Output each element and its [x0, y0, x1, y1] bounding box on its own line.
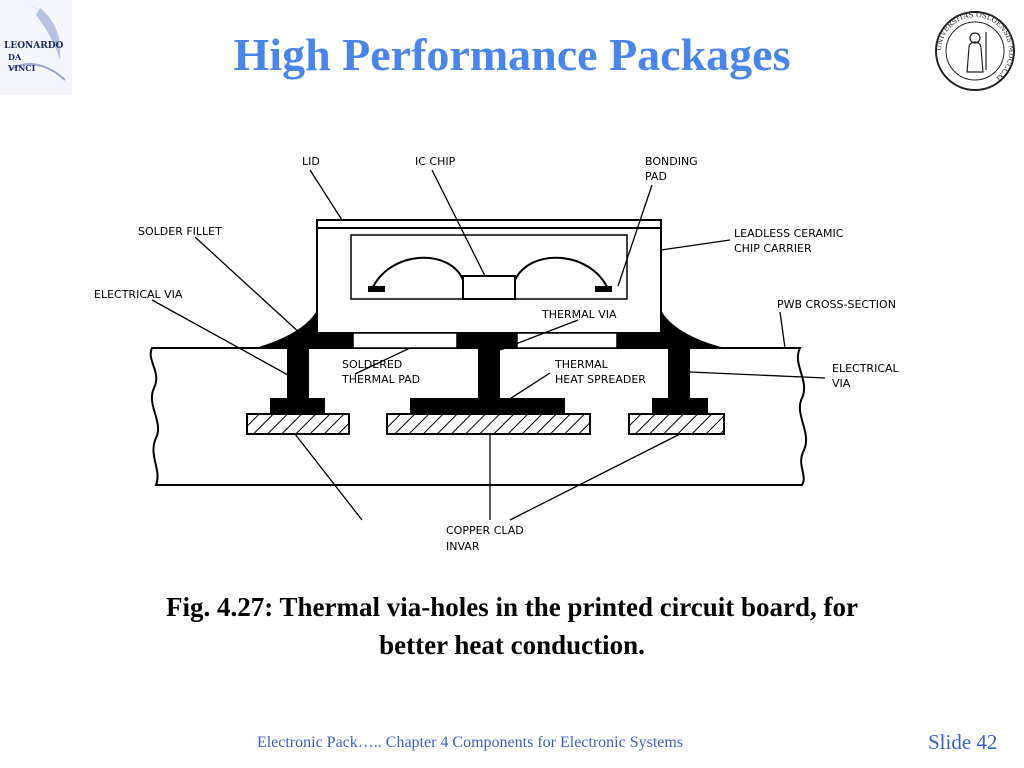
caption-line-2: better heat conduction. — [379, 630, 645, 660]
label-pwb: PWB CROSS-SECTION — [777, 298, 896, 311]
copper-clad-center — [386, 413, 591, 435]
label-thermal-hs-2: HEAT SPREADER — [555, 373, 646, 386]
figure-caption: Fig. 4.27: Thermal via-holes in the prin… — [40, 588, 984, 664]
label-leadless-2: CHIP CARRIER — [734, 242, 812, 255]
copper-clad-left — [246, 413, 350, 435]
label-soldered-2: THERMAL PAD — [341, 373, 420, 386]
label-thermal-via: THERMAL VIA — [541, 308, 617, 321]
slide-number: Slide 42 — [928, 730, 998, 754]
label-electrical-via-right-2: VIA — [832, 377, 851, 390]
electrical-via-left — [287, 348, 309, 398]
solder-fillet-right — [661, 310, 725, 348]
logo-word-leonardo: LEONARDO — [4, 41, 64, 51]
thermal-via-diagram: LID IC CHIP BONDING PAD SOLDER FILLET LE… — [80, 140, 940, 570]
university-seal-logo: UNIVERSITAS OSLOENSIS MDCCCXI — [934, 10, 1016, 92]
logo-word-vinci: VINCI — [7, 63, 36, 73]
label-soldered-1: SOLDERED — [342, 358, 402, 371]
thermal-via — [478, 348, 500, 398]
label-lid: LID — [302, 155, 320, 168]
label-electrical-via-right-1: ELECTRICAL — [832, 362, 900, 375]
label-copper-1: COPPER CLAD — [446, 524, 524, 537]
lid — [316, 219, 662, 229]
leonardo-da-vinci-logo: LEONARDO DA VINCI — [0, 0, 72, 95]
footer-course: Electronic Pack….. Chapter 4 Components … — [256, 734, 684, 751]
label-solder-fillet: SOLDER FILLET — [138, 225, 222, 238]
label-bonding-pad-1: BONDING — [645, 155, 698, 168]
solder-fillet-left — [255, 310, 317, 348]
label-copper-2: INVAR — [446, 540, 480, 553]
logo-word-da: DA — [8, 52, 22, 62]
slide-title: High Performance Packages — [233, 29, 791, 80]
thermal-heat-spreader — [410, 398, 565, 414]
label-ic-chip: IC CHIP — [415, 155, 456, 168]
label-thermal-hs-1: THERMAL — [554, 358, 609, 371]
bonding-pad-left — [368, 286, 385, 292]
label-leadless-1: LEADLESS CERAMIC — [734, 227, 844, 240]
label-bonding-pad-2: PAD — [645, 170, 667, 183]
bonding-pad-right — [595, 286, 612, 292]
label-electrical-via-left: ELECTRICAL VIA — [94, 288, 183, 301]
copper-clad-right — [628, 413, 725, 435]
electrical-via-right — [668, 348, 690, 398]
ic-chip — [462, 275, 516, 300]
caption-line-1: Fig. 4.27: Thermal via-holes in the prin… — [166, 592, 858, 622]
